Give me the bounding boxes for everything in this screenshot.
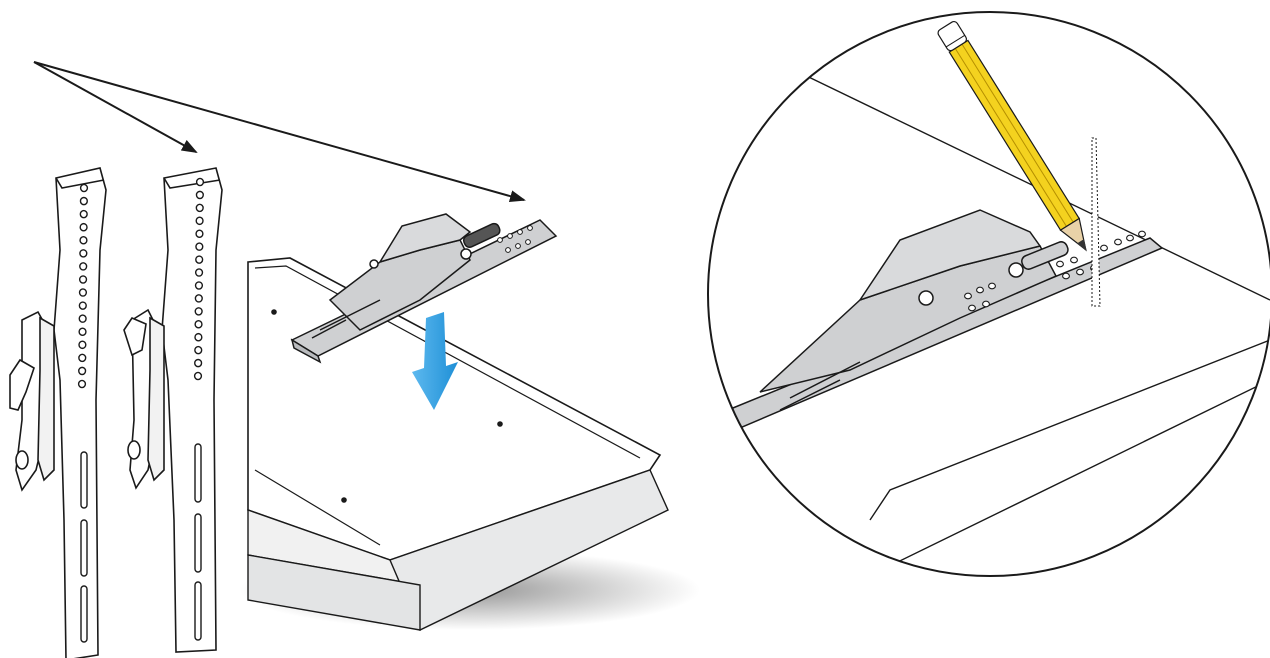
lever-handle: [1021, 241, 1069, 270]
arm-hole: [1100, 244, 1108, 252]
bracket-slot: [80, 519, 88, 577]
bracket-hole: [79, 262, 88, 271]
bracket-hole: [194, 294, 203, 303]
bracket-slot: [194, 581, 202, 641]
arm-hole: [507, 233, 513, 239]
bracket-hole: [78, 340, 87, 350]
bracket-hole: [79, 249, 88, 258]
pencil-icon: [937, 20, 1087, 252]
bracket-hole: [193, 371, 203, 381]
bracket-hole: [195, 229, 204, 239]
arm-hole: [982, 300, 990, 308]
arm-hole: [1114, 238, 1122, 246]
lever-handle: [462, 222, 501, 248]
bracket-hole: [195, 203, 204, 213]
bracket-hole: [79, 196, 88, 206]
bracket-hole: [78, 327, 87, 337]
mount-hole: [341, 497, 347, 503]
bracket-hole: [194, 358, 203, 368]
arm-hole: [988, 282, 996, 290]
bracket-hole: [78, 275, 88, 284]
arm-hole: [1126, 234, 1134, 242]
arm-hole: [964, 292, 972, 300]
wall-bracket-2: [123, 167, 223, 653]
pointer-arrows: [33, 61, 526, 202]
display-panel: [240, 257, 700, 631]
arm-hole: [968, 304, 976, 312]
bracket-hole: [78, 353, 87, 363]
detail-view: [707, 11, 1270, 577]
bracket-slot: [194, 443, 202, 503]
bracket-hole: [194, 281, 204, 290]
bracket-hole: [194, 345, 203, 355]
wall-bracket-2-holes: [193, 177, 205, 381]
bracket-slot: [194, 513, 202, 573]
mounting-arm-detail: [726, 209, 1164, 439]
pointer-arrow-icon: [33, 61, 526, 202]
pointer-arrow-icon: [33, 61, 198, 153]
arm-hole: [1138, 230, 1146, 238]
bracket-hole: [79, 209, 88, 219]
arm-hole: [1056, 260, 1064, 268]
arm-hole: [1070, 256, 1078, 264]
bracket-hole: [78, 288, 88, 297]
bracket-hole: [195, 177, 205, 187]
arm-hole: [1076, 268, 1084, 276]
bracket-hole: [195, 190, 204, 200]
bracket-slot: [80, 451, 88, 509]
bracket-hole: [77, 379, 87, 389]
bracket-hole: [79, 235, 88, 245]
arm-hole: [515, 243, 521, 249]
bracket-hole: [194, 268, 204, 277]
detail-circle-outline: [707, 11, 1270, 577]
mount-hole: [497, 421, 503, 427]
bracket-hole: [194, 319, 203, 329]
bracket-hole: [195, 216, 204, 226]
bracket-hole: [195, 242, 204, 251]
bracket-hole: [194, 307, 203, 316]
bracket-slot: [80, 585, 88, 643]
bracket-hole: [79, 183, 89, 193]
arm-hole: [976, 286, 984, 294]
bracket-hole: [78, 366, 87, 376]
bracket-hole: [78, 301, 87, 310]
arm-hole: [527, 225, 533, 231]
arm-hole: [505, 247, 511, 253]
arm-hole: [497, 237, 503, 243]
arm-hole: [517, 229, 523, 235]
wall-bracket-1-holes: [77, 183, 89, 389]
wall-bracket-2-slots: [194, 443, 202, 641]
mount-hole: [271, 309, 277, 315]
arm-hole: [525, 239, 531, 245]
arm-hole: [1062, 272, 1070, 280]
bracket-hole: [194, 332, 203, 342]
down-arrow-icon: [412, 312, 458, 410]
wall-bracket-1: [9, 167, 107, 658]
mounting-arm-left-holes: [497, 225, 533, 253]
mounting-arm-left: [290, 213, 558, 364]
bracket-hole: [79, 222, 88, 232]
bracket-hole: [78, 314, 87, 323]
wall-bracket-1-slots: [80, 451, 88, 643]
marking-guide: [1091, 137, 1101, 307]
bracket-hole: [195, 255, 204, 264]
